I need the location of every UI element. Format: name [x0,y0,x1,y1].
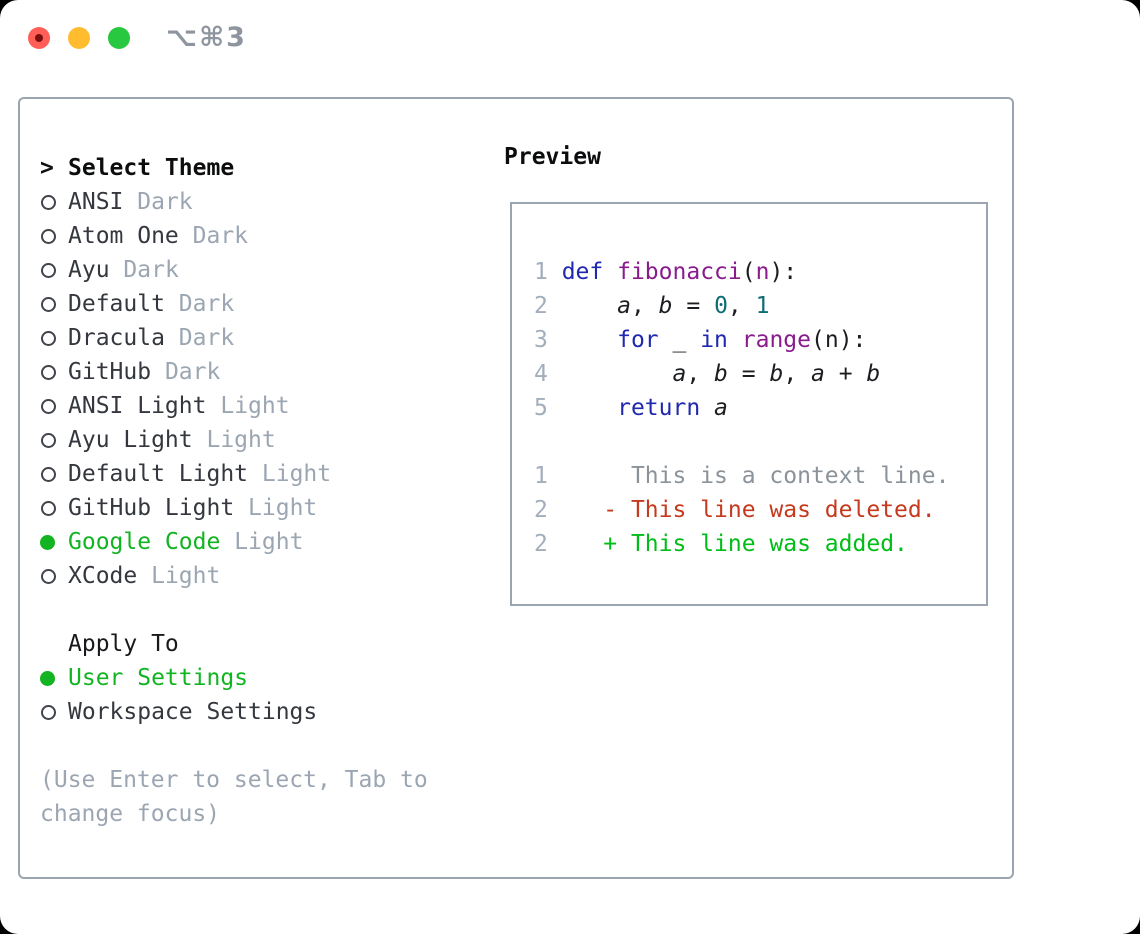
theme-name: Default Light [68,461,249,487]
diff-line: 2 + This line was added. [534,527,986,561]
theme-item-ayu-light[interactable]: Ayu Light Light [40,423,428,457]
theme-variant: Light [234,529,304,555]
theme-variant: Dark [178,291,235,317]
code-line: 2 a, b = 0, 1 [534,293,770,319]
diff-text: - This line was deleted. [547,497,936,523]
code-line: 1 def fibonacci(n): [534,259,798,285]
diff-text: This is a context line. [547,463,950,489]
radio-icon [40,287,68,321]
theme-variant: Light [261,461,332,487]
select-theme-header-row: > Select Theme [40,151,428,185]
theme-variant: Dark [137,189,193,215]
theme-variant: Light [220,393,290,419]
diff-line: 2 - This line was deleted. [534,493,986,527]
theme-item-github[interactable]: GitHub Dark [40,355,428,389]
minimize-button-icon[interactable] [68,27,90,49]
line-number: 2 [534,531,548,557]
radio-icon [40,491,68,525]
hint-line-2: change focus) [40,801,221,827]
preview-diff-block: 1 This is a context line.2 - This line w… [534,459,986,561]
theme-name: GitHub [68,359,152,385]
select-theme-title: Select Theme [68,155,235,181]
spacer-row [40,729,428,763]
theme-item-xcode[interactable]: XCode Light [40,559,428,593]
selected-radio-icon [40,525,68,559]
radio-icon [40,457,68,491]
theme-name: Atom One [68,223,179,249]
apply-option-label: User Settings [68,665,249,691]
blank-line [534,425,986,459]
theme-item-google-code[interactable]: Google Code Light [40,525,428,559]
theme-item-ansi[interactable]: ANSI Dark [40,185,428,219]
spacer-row [40,593,428,627]
theme-name: Google Code [68,529,221,555]
code-line: 5 return a [534,395,728,421]
theme-name: Ayu [68,257,110,283]
apply-to-header-row: Apply To [40,627,428,661]
radio-icon [40,355,68,389]
window-titlebar: ⌥⌘3 [0,0,1140,78]
radio-icon [40,695,68,729]
radio-icon [40,559,68,593]
theme-name: Dracula [68,325,165,351]
cursor-chevron-icon: > [40,155,54,181]
radio-icon [40,389,68,423]
theme-name: XCode [68,563,138,589]
zoom-button-icon[interactable] [108,27,130,49]
preview-title: Preview [504,144,601,170]
theme-name: ANSI [68,189,124,215]
line-number: 4 [534,361,562,387]
diff-text: + This line was added. [547,531,908,557]
apply-to-title: Apply To [68,631,179,657]
theme-item-default-light[interactable]: Default Light Light [40,457,428,491]
theme-variant: Dark [192,223,249,249]
theme-item-ansi-light[interactable]: ANSI Light Light [40,389,428,423]
theme-item-atom-one[interactable]: Atom One Dark [40,219,428,253]
code-line: 3 for _ in range(n): [534,327,867,353]
theme-name: Ayu Light [68,427,193,453]
diff-line: 1 This is a context line. [534,459,986,493]
line-number: 1 [534,463,548,489]
theme-item-ayu[interactable]: Ayu Dark [40,253,428,287]
close-button-icon[interactable] [28,27,50,49]
preview-box: 1 def fibonacci(n): 2 a, b = 0, 1 3 for _ … [510,202,988,606]
line-number: 5 [534,395,562,421]
theme-name: Default [68,291,165,317]
radio-icon [40,423,68,457]
apply-option-workspace-settings[interactable]: Workspace Settings [40,695,428,729]
selected-radio-icon [40,661,68,695]
apply-option-label: Workspace Settings [68,699,318,725]
theme-item-github-light[interactable]: GitHub Light Light [40,491,428,525]
radio-icon [40,321,68,355]
theme-variant: Dark [164,359,221,385]
radio-icon [40,185,68,219]
theme-variant: Light [248,495,318,521]
hint-line-1: (Use Enter to select, Tab to [40,767,428,793]
theme-variant: Dark [178,325,235,351]
code-line: 4 a, b = b, a + b [534,361,881,387]
apply-option-user-settings[interactable]: User Settings [40,661,428,695]
theme-variant: Light [206,427,276,453]
radio-icon [40,219,68,253]
line-number: 2 [534,497,548,523]
radio-icon [40,253,68,287]
theme-item-dracula[interactable]: Dracula Dark [40,321,428,355]
line-number: 2 [534,293,562,319]
theme-name: GitHub Light [68,495,235,521]
line-number: 1 [534,259,562,285]
theme-variant: Dark [123,257,179,283]
theme-variant: Light [151,563,221,589]
theme-name: ANSI Light [68,393,207,419]
line-number: 3 [534,327,562,353]
theme-item-default[interactable]: Default Dark [40,287,428,321]
preview-code-block: 1 def fibonacci(n): 2 a, b = 0, 1 3 for _ … [534,255,986,425]
window-title: ⌥⌘3 [166,22,247,53]
